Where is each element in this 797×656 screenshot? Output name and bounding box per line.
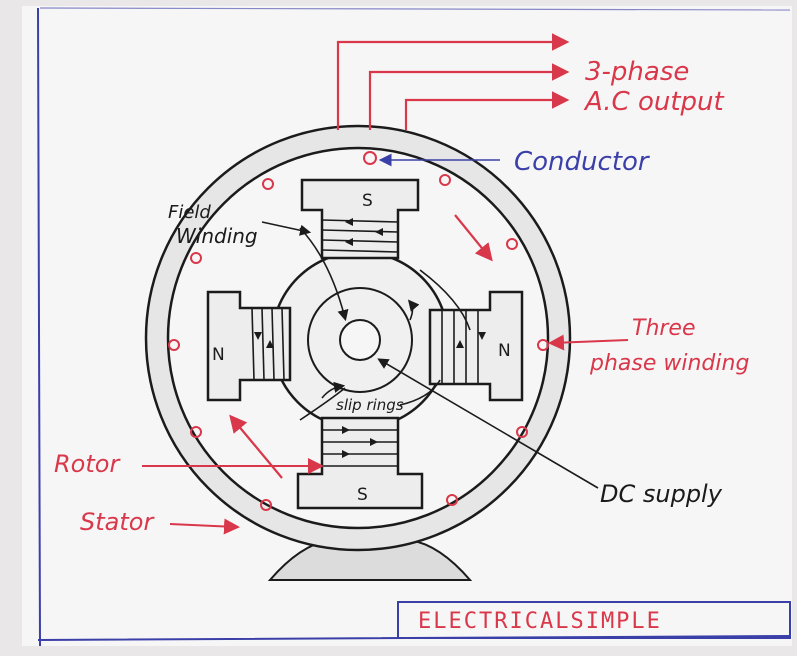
label-ac-output: A.C output bbox=[583, 87, 725, 117]
label-3-phase: 3-phase bbox=[585, 57, 689, 87]
label-dc-supply: DC supply bbox=[600, 480, 723, 508]
pole-letter-left: N bbox=[212, 345, 225, 365]
pole-letter-top: S bbox=[362, 191, 373, 211]
label-three: Three bbox=[632, 316, 696, 341]
pole-letter-bottom: S bbox=[357, 485, 368, 505]
brand-label: ELECTRICALSIMPLE bbox=[418, 609, 662, 634]
label-phase-winding: phase winding bbox=[589, 351, 749, 376]
label-slip-rings: slip rings bbox=[336, 396, 404, 414]
label-conductor: Conductor bbox=[514, 147, 651, 177]
label-field: Field bbox=[168, 202, 211, 223]
label-rotor: Rotor bbox=[54, 450, 121, 478]
label-winding: Winding bbox=[176, 224, 258, 248]
pole-letter-right: N bbox=[498, 341, 511, 361]
label-stator: Stator bbox=[80, 508, 155, 536]
shaft bbox=[340, 320, 380, 360]
